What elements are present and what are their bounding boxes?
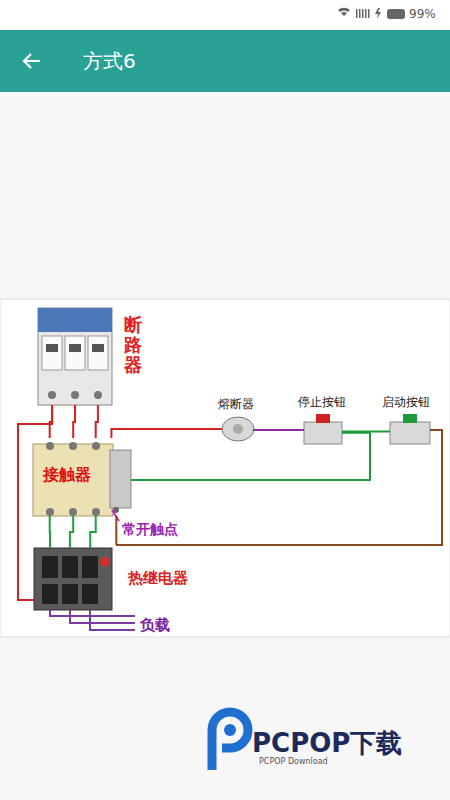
contactor-symbol xyxy=(33,442,131,516)
wire-line xyxy=(18,405,52,600)
wire-line xyxy=(73,405,75,438)
wire xyxy=(342,431,390,432)
circuit-breaker-label: 断路器 xyxy=(124,315,142,374)
breaker-symbol xyxy=(38,308,112,405)
wire-line xyxy=(111,429,222,438)
wire-line xyxy=(131,433,370,480)
wire xyxy=(50,516,96,548)
wire-line xyxy=(49,516,51,548)
load-label: 负载 xyxy=(140,616,170,635)
start-button-symbol xyxy=(390,414,430,444)
fuse-symbol xyxy=(222,417,254,441)
app-title: 方式6 xyxy=(83,48,136,75)
thermal-relay: 热继电器 xyxy=(34,548,112,610)
thermal-relay-label: 热继电器 xyxy=(128,569,188,588)
watermark-sub: PCPOP Download xyxy=(259,757,328,766)
wire xyxy=(116,430,442,545)
stop-button-label: 停止按钮 xyxy=(298,394,346,411)
diagram-ground xyxy=(0,299,450,637)
contact-label: 常开触点 xyxy=(122,521,178,539)
thermal-relay-symbol xyxy=(34,548,112,610)
wire-line xyxy=(96,405,98,438)
back-arrow xyxy=(24,54,40,68)
status-icons xyxy=(338,8,405,19)
wire xyxy=(254,429,304,430)
contactor-label: 接触器 xyxy=(43,465,91,486)
watermark: PCPOP下载 xyxy=(252,726,402,761)
watermark-logo xyxy=(212,712,248,770)
stop-button-symbol xyxy=(304,414,342,444)
contactor: 接触器 xyxy=(33,438,131,516)
wire-line xyxy=(70,516,73,548)
wire xyxy=(18,405,52,600)
wire xyxy=(131,433,370,480)
wire-line xyxy=(90,516,96,548)
wire-line xyxy=(116,430,442,545)
stop-button: 停止按钮 xyxy=(304,416,342,444)
wire xyxy=(111,429,222,438)
status-bar xyxy=(0,0,450,30)
app-bar xyxy=(0,30,450,92)
circuit-breaker: 断路器 xyxy=(38,305,112,405)
load-wires xyxy=(50,610,135,630)
start-button-label: 启动按钮 xyxy=(382,394,430,411)
wire-line xyxy=(254,429,304,430)
start-button: 启动按钮 xyxy=(390,416,430,444)
battery-level: 99% xyxy=(409,7,436,21)
fuse-label: 熔断器 xyxy=(218,396,254,413)
wire xyxy=(50,405,98,438)
fuse: 熔断器 xyxy=(222,416,254,442)
